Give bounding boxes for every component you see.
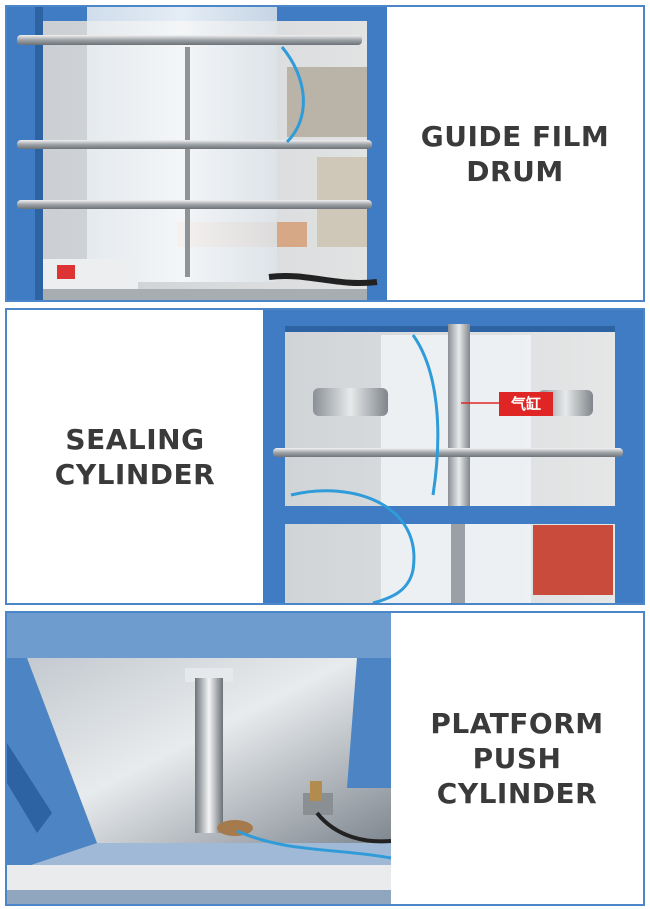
section-platform-push-cylinder: PLATFORM PUSH CYLINDER xyxy=(5,611,645,906)
label-guide-film-drum: GUIDE FILM DRUM xyxy=(387,7,643,300)
label-sealing-cylinder: SEALING CYLINDER xyxy=(7,310,263,603)
label-line: PUSH CYLINDER xyxy=(436,742,598,810)
label-line: SEALING xyxy=(65,422,205,456)
label-line: PLATFORM xyxy=(430,707,604,740)
section-guide-film-drum: GUIDE FILM DRUM xyxy=(5,5,645,302)
label-line: GUIDE FILM xyxy=(420,119,610,153)
platform-push-cylinder-photo xyxy=(7,613,391,904)
label-platform-push-cylinder: PLATFORM PUSH CYLINDER xyxy=(391,613,643,904)
label-line: CYLINDER xyxy=(54,457,216,491)
guide-film-drum-photo xyxy=(7,7,387,300)
label-line: DRUM xyxy=(466,154,564,188)
section-sealing-cylinder: SEALING CYLINDER 气缸 xyxy=(5,308,645,605)
sealing-cylinder-photo xyxy=(263,310,643,603)
callout-label: 气缸 xyxy=(499,392,553,416)
